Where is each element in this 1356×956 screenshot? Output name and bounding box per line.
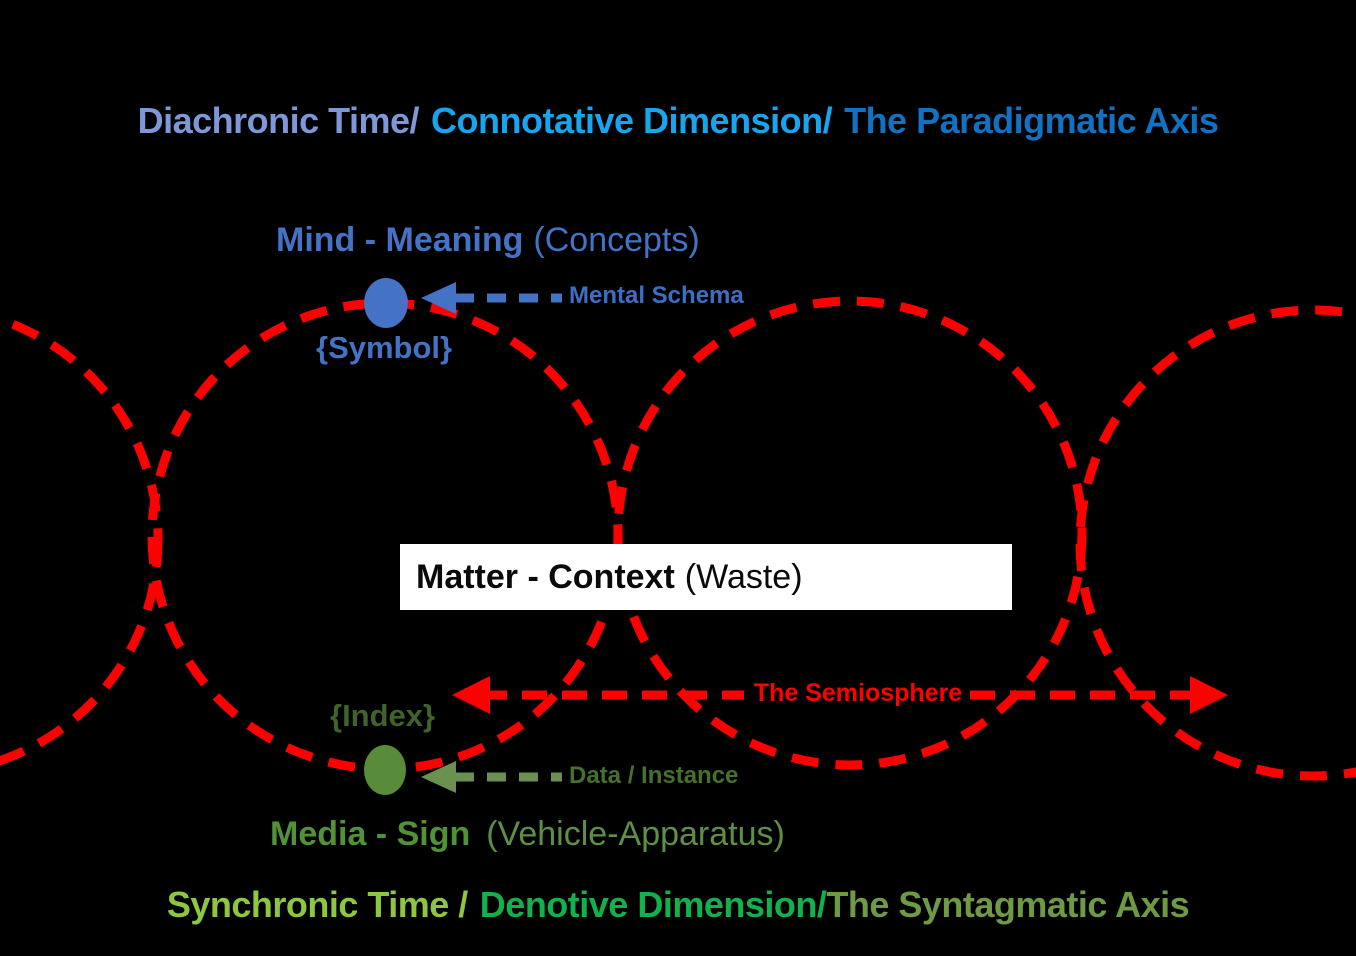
semiosphere-arrow (452, 676, 1228, 714)
top-axis-diachronic: Diachronic Time/ (137, 100, 420, 141)
mental-schema-label: Mental Schema (569, 282, 744, 309)
semiosphere-circle-right-partial (1075, 305, 1356, 781)
data-instance-label: Data / Instance (569, 762, 739, 789)
index-dot (364, 745, 406, 795)
semiosphere-label: The Semiosphere (753, 679, 963, 707)
media-sign-label: Media - Sign (Vehicle-Apparatus) (270, 815, 785, 854)
data-instance-arrow (421, 761, 562, 793)
mental-schema-arrowhead (421, 282, 456, 314)
semiosphere-circle-2 (613, 296, 1087, 770)
symbol-label: {Symbol} (316, 330, 453, 365)
matter-context-box: Matter - Context(Waste) (400, 544, 1012, 610)
symbol-dot (364, 278, 408, 328)
bottom-axis-denotive: Denotive Dimension/ (479, 884, 827, 925)
matter-context-text: Matter - Context(Waste) (416, 558, 803, 597)
semiosphere-arrowhead-right (1190, 676, 1228, 714)
bottom-axis-synchronic: Synchronic Time / (166, 884, 468, 925)
data-instance-arrowhead (421, 761, 456, 793)
matter-context-paren: (Waste) (684, 557, 803, 596)
bottom-axis-title: Synchronic Time / Denotive Dimension/The … (0, 884, 1356, 926)
semiosphere-circle-left-partial (0, 314, 163, 766)
matter-context-bold: Matter - Context (416, 557, 675, 596)
mind-meaning-label: Mind - Meaning(Concepts) (276, 221, 700, 260)
top-axis-paradigmatic: The Paradigmatic Axis (844, 100, 1219, 141)
top-axis-title: Diachronic Time/Connotative Dimension/Th… (0, 100, 1356, 142)
mind-meaning-paren: (Concepts) (533, 221, 700, 259)
semiosphere-arrowhead-left (452, 676, 490, 714)
mind-meaning-bold: Mind - Meaning (276, 221, 524, 259)
media-sign-bold: Media - Sign (270, 815, 471, 853)
media-sign-paren: (Vehicle-Apparatus) (486, 815, 785, 853)
bottom-axis-syntagmatic: The Syntagmatic Axis (826, 884, 1190, 925)
index-label: {Index} (330, 698, 436, 733)
top-axis-connotative: Connotative Dimension/ (431, 100, 833, 141)
mental-schema-arrow (421, 282, 562, 314)
